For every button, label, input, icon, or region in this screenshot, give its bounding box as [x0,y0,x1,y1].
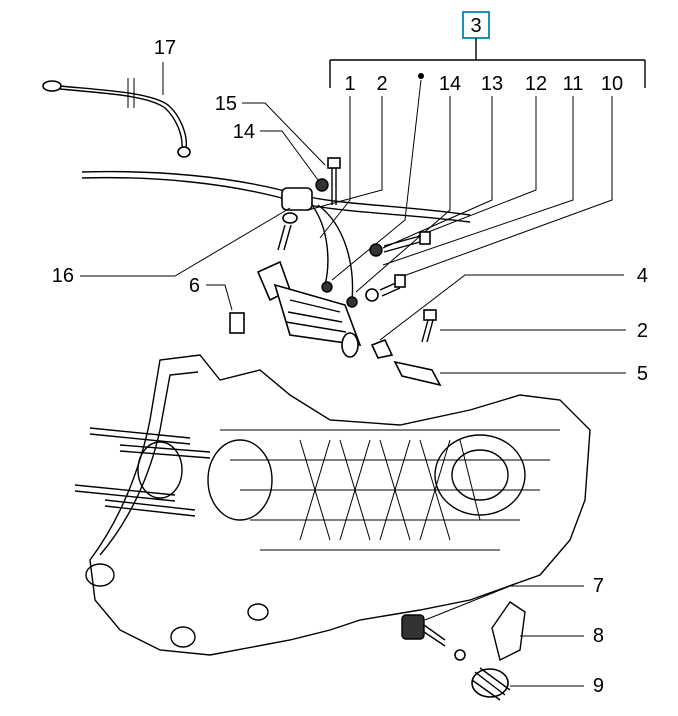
group-label-12: 12 [525,73,547,95]
group-number: 3 [470,15,481,37]
group-label-11: 11 [563,73,584,95]
screw-10 [365,274,406,302]
starter-motor [256,260,362,358]
cable-clamp [277,187,313,251]
group-bracket [329,38,646,88]
small-washer [454,649,466,661]
group-label-1: 1 [344,73,355,95]
leader-14 [260,130,319,181]
callout-16: 16 [52,265,74,287]
callout-8: 8 [593,625,604,647]
leader-10 [397,96,613,279]
gear-shaft-7 [401,614,446,647]
group-label-10: 10 [601,73,623,95]
wire-terminal-2 [346,296,358,308]
callout-9: 9 [593,675,604,697]
group-label-13: 13 [481,73,503,95]
starter-wire-1 [311,204,329,286]
crankcase [85,354,591,656]
screw-2 [421,309,437,343]
main-cable-2 [81,176,471,223]
bolt-15 [327,157,341,205]
leader-16 [80,207,291,277]
group-label-14: 14 [439,73,461,95]
group-label-2: 2 [376,73,387,95]
callout-7: 7 [593,575,604,597]
gasket-8 [491,601,526,662]
callout-2: 2 [637,320,648,342]
leader-2 [307,96,383,211]
leader-6 [206,284,233,311]
screw-13 [369,231,431,257]
ground-cable-17 [42,78,191,158]
leader-15 [242,102,326,166]
leader-7 [424,585,584,621]
leader-14b [355,96,451,293]
callout-15: 15 [215,93,237,115]
leader-11 [382,96,574,266]
leader-12 [417,96,537,237]
callout-14: 14 [233,121,255,143]
leader-1 [319,96,351,239]
callout-17: 17 [154,37,176,59]
callout-6: 6 [189,275,200,297]
bracket-4 [370,338,394,359]
leader-dot [331,79,422,281]
clip-5 [393,360,442,387]
cylinder-studs [74,427,211,517]
callout-4: 4 [637,265,648,287]
callout-5: 5 [637,363,648,385]
dowel-6 [229,312,245,334]
leader-4 [379,274,624,341]
starter-wire-2 [317,204,354,301]
group-dot [418,73,424,79]
gear-9 [471,667,511,701]
washer-14 [315,178,329,192]
wire-terminal-1 [321,281,333,293]
